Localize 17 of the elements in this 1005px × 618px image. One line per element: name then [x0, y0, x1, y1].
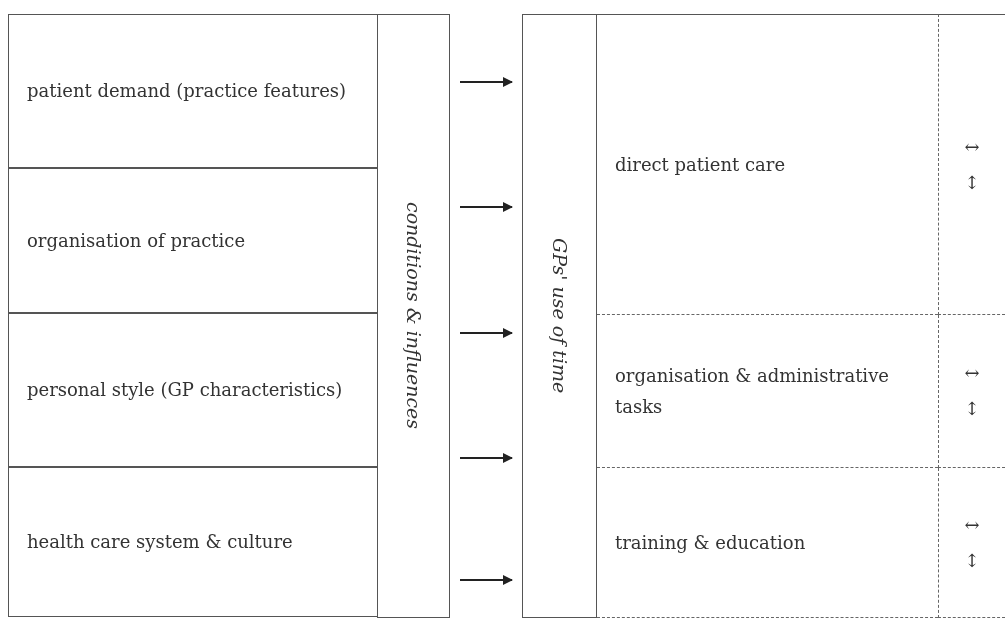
task-box: direct patient care [597, 14, 938, 315]
factor-box: patient demand (practice features) [8, 14, 378, 168]
factor-box: health care system & culture [8, 467, 378, 617]
task-box: organisation & administrative tasks [597, 315, 938, 468]
column-heading: conditions & influences [377, 14, 450, 618]
arrow [459, 453, 513, 463]
arrow [459, 328, 513, 338]
symbol-cell: ↔ ↕ [938, 14, 1005, 315]
arrow [459, 575, 513, 585]
symbol-cell: ↔ ↕ [938, 468, 1005, 618]
factor-box: organisation of practice [8, 168, 378, 313]
column-heading: GPs' use of time [522, 14, 597, 618]
arrow [459, 77, 513, 87]
factor-box: personal style (GP characteristics) [8, 313, 378, 467]
symbol-cell: ↔ ↕ [938, 315, 1005, 468]
task-box: training & education [597, 468, 938, 618]
arrow [459, 202, 513, 212]
